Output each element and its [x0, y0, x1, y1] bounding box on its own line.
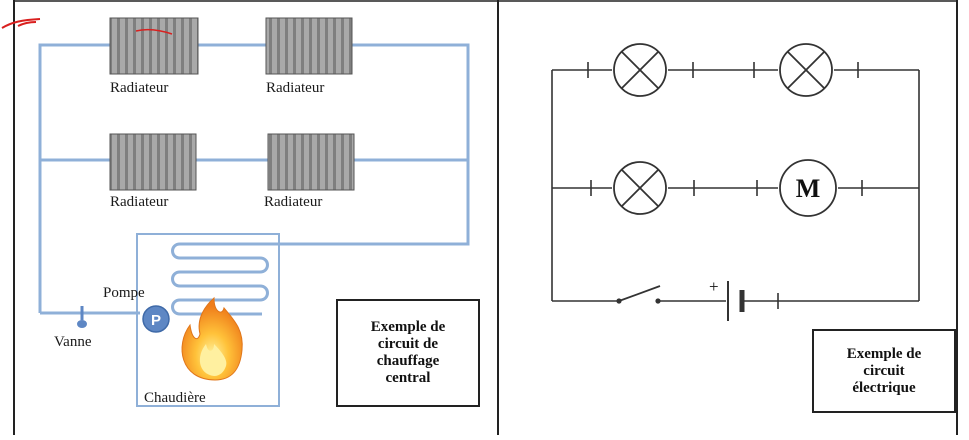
valve-label: Vanne — [54, 334, 92, 350]
electric-caption-line-3: électrique — [852, 379, 916, 396]
motor-icon — [779, 159, 837, 217]
lamp-icon-1 — [613, 43, 667, 97]
radiator-label-3: Radiateur — [110, 194, 168, 210]
heating-caption-line-3: chauffage — [376, 353, 440, 369]
electric-caption-box: Exemple de circuit électrique — [812, 329, 956, 413]
terminal-ticks — [587, 62, 863, 309]
radiator-label-2: Radiateur — [266, 80, 324, 96]
pen-mark — [1, 18, 41, 29]
boiler-label: Chaudière — [144, 390, 206, 406]
electric-caption-line-1: Exemple de — [846, 345, 922, 362]
radiator-label-4: Radiateur — [264, 194, 322, 210]
lamp-icon-2 — [779, 43, 833, 97]
boiler — [136, 233, 280, 407]
lamp-icon-3 — [613, 161, 667, 215]
battery-icon — [727, 281, 745, 321]
radiator-4 — [267, 133, 355, 191]
electric-caption-line-2: circuit — [863, 362, 905, 379]
switch-icon — [616, 285, 661, 304]
valve-icon — [77, 306, 87, 328]
heating-caption-line-2: circuit de — [377, 336, 439, 352]
boiler-coil — [171, 242, 280, 316]
panel-frame — [13, 0, 958, 435]
electric-circuit — [551, 69, 920, 302]
pump-icon — [142, 305, 170, 333]
pen-mark-radiator — [135, 28, 173, 35]
motor-symbol: M — [796, 174, 821, 203]
flame-icon — [181, 296, 243, 381]
pipe-top — [38, 43, 470, 313]
radiator-1 — [109, 17, 199, 75]
heating-caption-line-4: central — [385, 370, 431, 386]
heating-caption-line-1: Exemple de — [370, 319, 446, 335]
pump-label: Pompe — [103, 285, 145, 301]
heating-circuit — [38, 43, 470, 316]
radiator-2 — [265, 17, 353, 75]
battery-plus-sign: + — [709, 277, 719, 296]
pump-symbol: P — [151, 312, 161, 329]
radiator-label-1: Radiateur — [110, 80, 168, 96]
radiator-3 — [109, 133, 197, 191]
heating-caption-box: Exemple de circuit de chauffage central — [336, 299, 480, 407]
